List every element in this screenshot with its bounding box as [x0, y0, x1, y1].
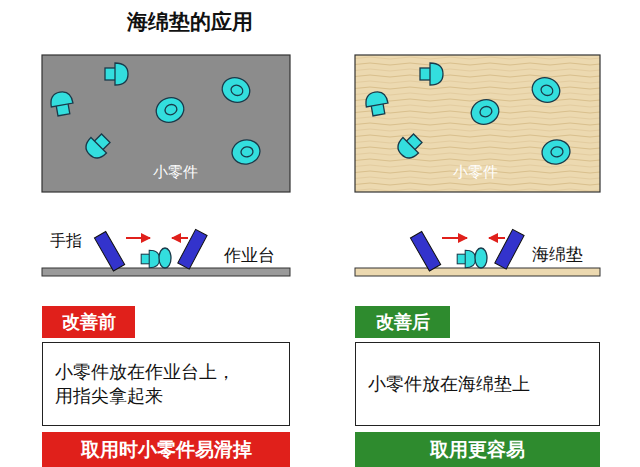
result-band: 取用更容易	[355, 432, 600, 467]
after-tag: 改善后	[355, 306, 450, 338]
text-box: 小零件放在作业台上， 用指尖拿起来	[42, 342, 290, 426]
part-label: 海绵垫	[532, 243, 583, 266]
node-text: 小零件放在海绵垫上	[368, 372, 530, 396]
text-box: 小零件放在海绵垫上	[355, 342, 600, 426]
result-band: 取用时小零件易滑掉	[42, 432, 290, 467]
node-text: 小零件放在作业台上， 用指尖拿起来	[55, 360, 277, 409]
node-text: 取用更容易	[430, 437, 525, 463]
before-tag: 改善前	[42, 306, 135, 338]
node-text: 改善后	[376, 310, 430, 334]
part-label: 作业台	[224, 244, 275, 267]
node-text: 改善前	[62, 310, 116, 334]
panel: 小零件	[130, 158, 220, 186]
part-label: 手指	[50, 231, 82, 252]
node-text: 小零件	[153, 162, 198, 182]
title: 海绵垫的应用	[0, 8, 380, 36]
node-text: 小零件	[453, 162, 498, 182]
panel: 小零件	[430, 158, 520, 186]
node-text: 取用时小零件易滑掉	[81, 437, 252, 463]
